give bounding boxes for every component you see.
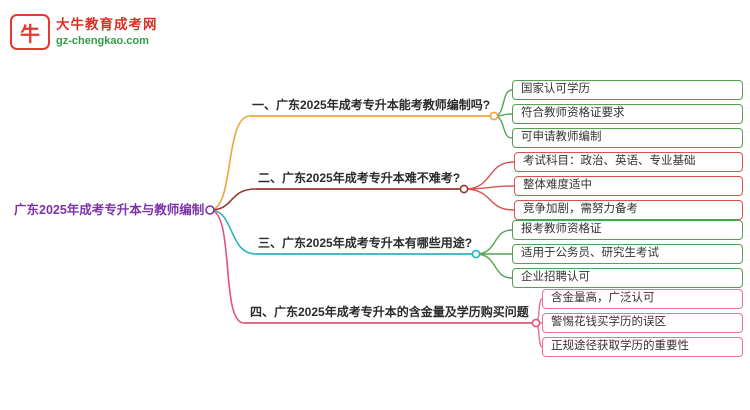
leaf-node-4-2[interactable]: 警惕花钱买学历的误区 [542,313,743,333]
leaf-node-3-1[interactable]: 报考教师资格证 [512,220,743,240]
connector-branch2-leaf3 [463,188,515,211]
logo-bull-icon: 牛 [10,14,50,50]
leaf-node-3-2[interactable]: 适用于公务员、研究生考试 [512,244,743,264]
root-node[interactable]: 广东2025年成考专升本与教师编制 [14,203,205,217]
connector-branch1-leaf1 [493,89,513,117]
leaf-node-1-3[interactable]: 可申请教师编制 [512,128,743,148]
branch4-toggle-circle[interactable] [531,318,541,328]
connector-branch3-leaf3 [475,253,513,279]
leaf-node-3-3[interactable]: 企业招聘认可 [512,268,743,288]
branch-node-3[interactable]: 三、广东2025年成考专升本有哪些用途? [258,236,473,250]
leaf-node-4-3[interactable]: 正规途径获取学历的重要性 [542,337,743,357]
root-toggle-circle[interactable] [205,205,215,215]
branch3-toggle-circle[interactable] [471,249,481,259]
branch-node-4[interactable]: 四、广东2025年成考专升本的含金量及学历购买问题 [250,305,529,319]
connector-root-branch2 [209,188,257,211]
connector-branch2-leaf2 [463,185,515,190]
logo-subtitle: gz-chengkao.com [56,35,149,47]
branch-node-2[interactable]: 二、广东2025年成考专升本难不难考? [258,171,461,185]
connector-root-branch1 [209,115,251,211]
logo-title: 大牛教育成考网 [56,17,158,32]
leaf-node-4-1[interactable]: 含金量高，广泛认可 [542,289,743,309]
logo-bull-glyph: 牛 [20,23,40,46]
leaf-node-2-2[interactable]: 整体难度适中 [514,176,743,196]
leaf-node-1-2[interactable]: 符合教师资格证要求 [512,104,743,124]
connector-root-branch4 [209,209,245,324]
connector-root-branch3 [209,209,257,255]
branch-node-1[interactable]: 一、广东2025年成考专升本能考教师编制吗? [252,98,491,112]
logo[interactable]: 牛 大牛教育成考网 gz-chengkao.com [10,14,158,50]
leaf-node-2-1[interactable]: 考试科目：政治、英语、专业基础 [514,152,743,172]
branch2-toggle-circle[interactable] [459,184,469,194]
leaf-node-2-3[interactable]: 竞争加剧，需努力备考 [514,200,743,220]
logo-text: 大牛教育成考网 gz-chengkao.com [56,16,158,48]
branch1-toggle-circle[interactable] [489,111,499,121]
connector-branch3-leaf1 [475,229,513,255]
leaf-node-1-1[interactable]: 国家认可学历 [512,80,743,100]
connector-branch2-leaf1 [463,161,515,190]
